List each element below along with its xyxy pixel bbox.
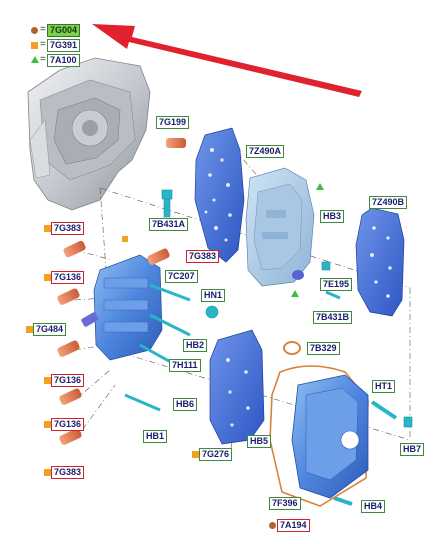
legend-equals: =: [40, 24, 46, 35]
part-label-HB7[interactable]: HB7: [400, 443, 425, 456]
solenoids: [57, 138, 186, 445]
valve-body: [93, 254, 163, 361]
circle-marker-icon: [31, 27, 38, 34]
part-label-7G136[interactable]: 7G136: [51, 418, 85, 431]
part-label-7G276[interactable]: 7G276: [199, 448, 233, 461]
legend-code[interactable]: 7G391: [47, 39, 81, 52]
square-marker-icon: [192, 451, 199, 458]
part-label-7F396[interactable]: 7F396: [269, 497, 301, 510]
part-label-7G484[interactable]: 7G484: [33, 323, 67, 336]
part-label-7G383[interactable]: 7G383: [51, 466, 85, 479]
square-marker-icon: [31, 42, 38, 49]
part-label-7B431B[interactable]: 7B431B: [313, 311, 353, 324]
separator-plate-7Z490B: [355, 207, 405, 317]
legend-equals: =: [40, 39, 46, 50]
separator-plate-7Z490A: [194, 127, 245, 263]
gasket: [269, 341, 369, 507]
part-label-7H111[interactable]: 7H111: [169, 359, 201, 372]
part-label-HB4[interactable]: HB4: [361, 500, 386, 513]
circle-marker-icon: [269, 522, 276, 529]
part-label-7C207[interactable]: 7C207: [165, 270, 198, 283]
legend-equals: =: [40, 54, 46, 65]
part-label-7Z490A[interactable]: 7Z490A: [246, 145, 285, 158]
legend-code[interactable]: 7A100: [47, 54, 80, 67]
part-label-7A194[interactable]: 7A194: [277, 519, 310, 532]
legend-code[interactable]: 7G004: [47, 24, 81, 37]
part-label-7G136[interactable]: 7G136: [51, 374, 85, 387]
lower-valve-body: [209, 329, 265, 445]
square-marker-icon: [44, 421, 51, 428]
part-label-HB2[interactable]: HB2: [183, 339, 208, 352]
part-label-7G383[interactable]: 7G383: [51, 222, 85, 235]
part-label-7B329[interactable]: 7B329: [307, 342, 340, 355]
square-marker-icon: [44, 225, 51, 232]
part-label-HB5[interactable]: HB5: [247, 435, 272, 448]
part-label-7Z490B[interactable]: 7Z490B: [369, 196, 408, 209]
part-label-7G136[interactable]: 7G136: [51, 271, 85, 284]
part-label-7B431A[interactable]: 7B431A: [149, 218, 189, 231]
filter-housing: [291, 374, 369, 499]
transmission-case: [27, 57, 151, 211]
part-label-7E195[interactable]: 7E195: [320, 278, 353, 291]
red-arrow-icon: [92, 24, 362, 97]
square-marker-icon: [44, 377, 51, 384]
part-label-HB1[interactable]: HB1: [143, 430, 168, 443]
square-marker-icon: [44, 469, 51, 476]
part-label-HB3[interactable]: HB3: [320, 210, 345, 223]
square-marker-icon: [26, 326, 33, 333]
triangle-marker-icon: [31, 56, 39, 63]
part-label-7G199[interactable]: 7G199: [156, 116, 190, 129]
bolts: [124, 189, 413, 506]
part-label-7G383[interactable]: 7G383: [186, 250, 220, 263]
part-label-HN1[interactable]: HN1: [201, 289, 226, 302]
upper-valve-body: [245, 167, 315, 287]
square-marker-icon: [44, 274, 51, 281]
part-label-HB6[interactable]: HB6: [173, 398, 198, 411]
part-label-HT1[interactable]: HT1: [372, 380, 396, 393]
part-markers: [122, 183, 324, 297]
